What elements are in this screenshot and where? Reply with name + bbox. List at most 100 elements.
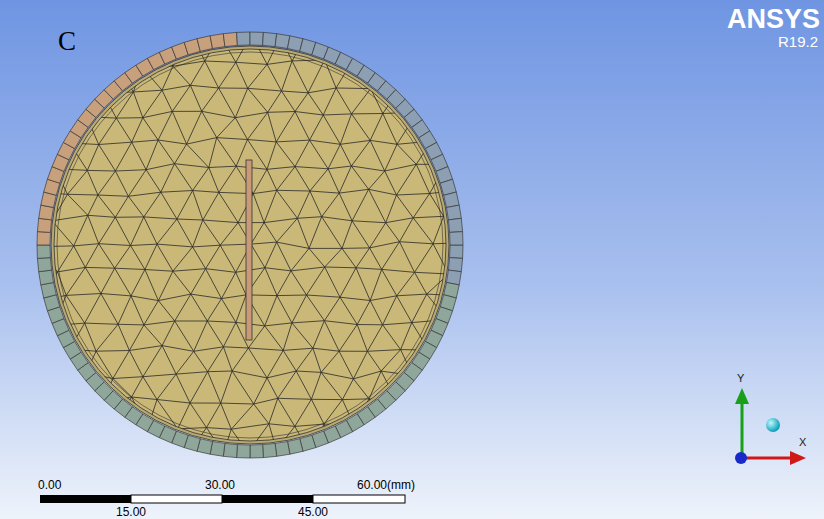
mesh-edge <box>336 62 351 88</box>
mesh-edge <box>397 272 415 296</box>
mesh-edge <box>99 145 116 172</box>
mesh-edge <box>277 295 307 297</box>
mesh-edge <box>88 215 116 217</box>
mesh-edge <box>8 246 37 247</box>
mesh-edge <box>51 91 68 112</box>
mesh-edge <box>372 424 383 456</box>
mesh-edge <box>175 294 191 321</box>
mesh-edge <box>231 429 248 453</box>
mesh-edge <box>70 323 85 349</box>
mesh-edge <box>177 219 193 247</box>
mesh-edge <box>385 171 397 195</box>
mesh-edge <box>324 297 340 321</box>
mesh-edge <box>206 269 236 273</box>
mesh-edge <box>269 424 277 450</box>
mesh-edge <box>342 400 354 425</box>
mesh-edge <box>307 295 325 321</box>
mesh-edge <box>369 171 385 189</box>
mesh-edge <box>415 244 434 272</box>
mesh-edge <box>162 346 194 352</box>
mesh-edge <box>325 267 340 297</box>
mesh-edge <box>283 323 292 351</box>
mesh-edge <box>433 244 449 274</box>
mesh-edge <box>324 321 357 325</box>
mesh-edge <box>268 91 282 112</box>
mesh-edge <box>397 164 417 195</box>
mesh-edge <box>132 142 146 170</box>
mesh-edge <box>401 349 429 350</box>
ring-element <box>223 32 237 46</box>
mesh-edge <box>277 271 291 296</box>
mesh-edge <box>222 272 236 298</box>
scale-label: 30.00 <box>205 478 235 492</box>
mesh-edge <box>118 324 129 350</box>
mesh-edge <box>142 66 173 67</box>
mesh-edge <box>248 140 277 142</box>
mesh-edge <box>82 62 114 65</box>
mesh-edge <box>401 350 413 376</box>
mesh-edge <box>385 144 397 171</box>
mesh-edge <box>429 38 444 64</box>
mesh-edge <box>478 191 489 220</box>
mesh-edge <box>103 397 132 402</box>
mesh-edge <box>42 86 68 91</box>
mesh-edge <box>161 164 175 193</box>
mesh-edge <box>489 424 506 456</box>
mesh-edge <box>115 196 128 217</box>
mesh-edge <box>323 114 351 115</box>
mesh-edge <box>66 294 101 296</box>
mesh-edge <box>295 167 328 169</box>
mesh-edge <box>36 326 53 349</box>
mesh-edge <box>159 450 191 453</box>
mesh-edge <box>429 350 446 372</box>
mesh-edge <box>115 246 131 269</box>
face <box>54 49 446 441</box>
mesh-edge <box>277 190 310 192</box>
mesh-edge <box>475 41 488 66</box>
mesh-edge <box>235 88 247 117</box>
mesh-edge <box>383 404 399 424</box>
mesh-edge <box>313 348 321 372</box>
mesh-edge <box>251 242 277 244</box>
mesh-edge <box>146 170 161 193</box>
mesh-edge <box>36 348 69 349</box>
mesh-edge <box>473 163 504 167</box>
mesh-edge <box>323 88 336 115</box>
ring-element <box>41 283 57 299</box>
mesh-edge <box>13 275 24 299</box>
mesh-edge <box>325 248 342 267</box>
mesh-edge <box>281 34 308 38</box>
mesh-edge <box>461 89 487 92</box>
mesh-edge <box>413 218 433 244</box>
mesh-edge <box>86 373 113 379</box>
mesh-edge <box>36 192 52 221</box>
mesh-edge <box>37 452 69 454</box>
mesh-edge <box>52 215 88 221</box>
mesh-edge <box>463 143 472 168</box>
mesh-edge <box>324 400 342 425</box>
mesh-edge <box>449 243 458 274</box>
mesh-edge <box>235 112 267 117</box>
mesh-edge <box>297 217 321 219</box>
mesh-edge <box>8 87 28 113</box>
mesh-edge <box>118 296 131 324</box>
mesh-edge <box>191 34 205 61</box>
mesh-edge <box>254 378 267 404</box>
mesh-edge <box>145 244 157 269</box>
mesh-edge <box>372 454 399 456</box>
mesh-edge <box>417 92 429 112</box>
mesh-edge <box>132 397 157 400</box>
mesh-edge <box>443 424 474 427</box>
logo-text: ANSYS <box>727 4 820 35</box>
mesh-edge <box>144 301 159 325</box>
mesh-edge <box>209 166 236 167</box>
mesh-edge <box>131 244 158 245</box>
mesh-edge <box>353 351 367 379</box>
mesh-edge <box>55 62 82 66</box>
mesh-edge <box>205 61 219 88</box>
mesh-edge <box>297 218 309 248</box>
mesh-edge <box>193 191 219 193</box>
mesh-edge <box>268 111 295 113</box>
mesh-edge <box>461 66 475 89</box>
